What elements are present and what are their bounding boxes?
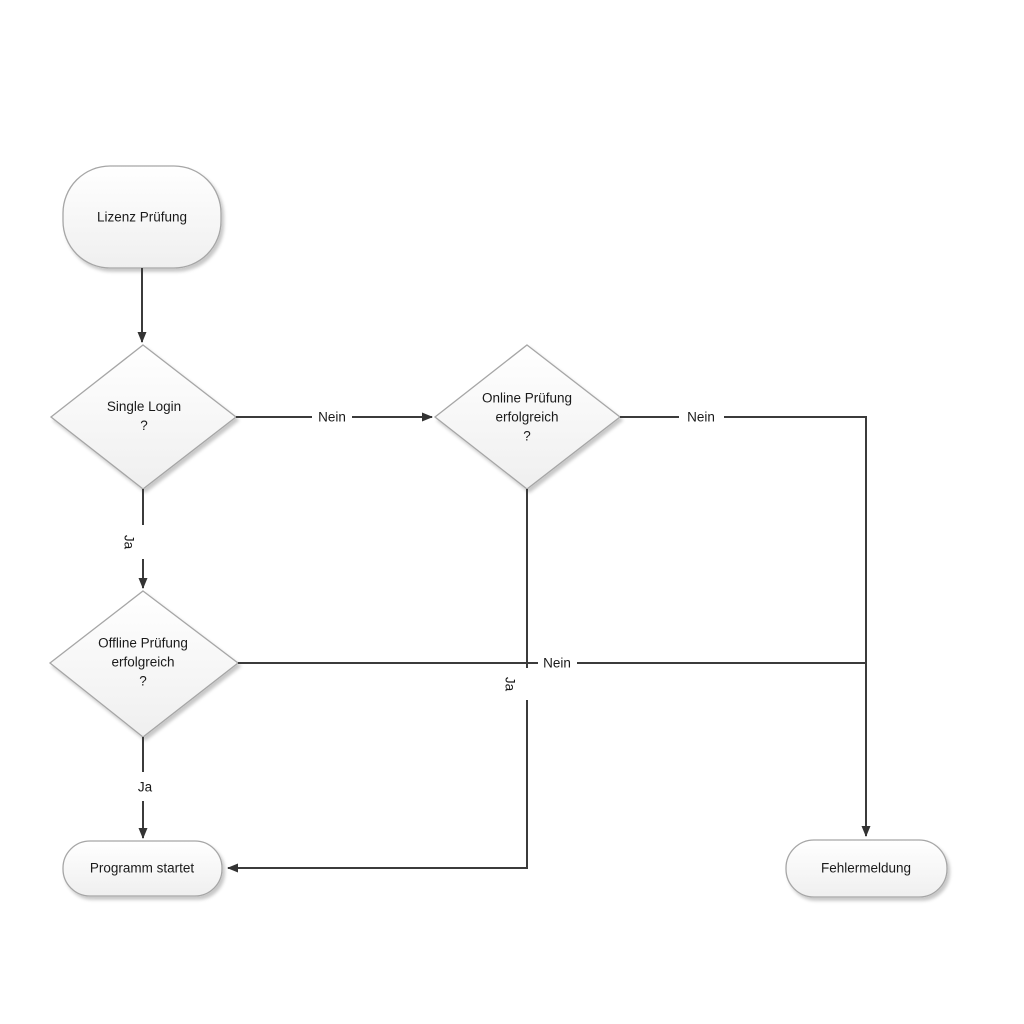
start-node-label: Lizenz Prüfung: [96, 209, 188, 225]
online-check-label: Online Prüfung erfolgreich ?: [481, 390, 573, 444]
edge-label-offline-to-program-ja: Ja: [137, 779, 153, 795]
program-start-node-shape: [62, 840, 223, 897]
edge-label-offline-to-error-nein: Nein: [543, 655, 571, 671]
edge-online-to-program-b: [227, 700, 528, 873]
edge-label-online-to-error-nein: Nein: [687, 409, 715, 425]
error-node-shape: [785, 839, 948, 898]
edge-label-online-to-program-ja: Ja: [502, 676, 518, 692]
edge-label-single-to-offline-ja: Ja: [121, 534, 137, 550]
edge-label-single-to-online-nein: Nein: [318, 409, 346, 425]
error-node-label: Fehlermeldung: [820, 860, 912, 876]
offline-check-label: Offline Prüfung erfolgreich ?: [98, 635, 188, 689]
single-login-label: Single Login ?: [106, 399, 182, 433]
program-start-label: Programm startet: [89, 860, 195, 876]
edge-online-to-error-b: [724, 416, 871, 837]
